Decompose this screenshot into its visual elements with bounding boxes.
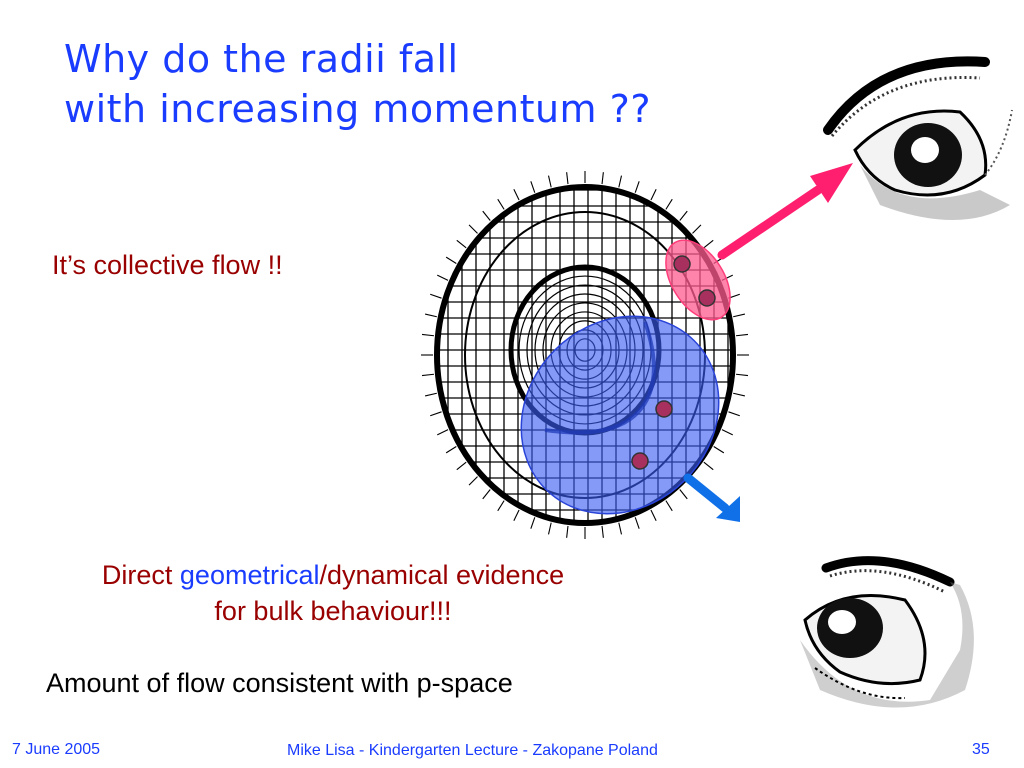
flow-tick bbox=[482, 210, 491, 221]
flow-tick bbox=[735, 333, 749, 337]
flow-tick bbox=[713, 446, 725, 454]
flow-tick bbox=[665, 500, 673, 512]
flow-tick bbox=[634, 517, 640, 529]
flow-tick bbox=[437, 429, 449, 436]
title-line-1: Why do the radii fall bbox=[64, 37, 459, 81]
flow-tick bbox=[703, 239, 714, 249]
blue-arrow-icon bbox=[683, 473, 740, 522]
footer-page-number: 35 bbox=[972, 741, 990, 758]
flow-tick bbox=[566, 525, 569, 538]
outer-boundary-ring bbox=[434, 184, 736, 526]
eye-icon-bottom bbox=[800, 556, 974, 708]
flow-tick bbox=[703, 461, 714, 471]
flow-tick bbox=[692, 224, 702, 234]
flow-tick bbox=[650, 188, 657, 201]
amount-of-flow-text: Amount of flow consistent with p-space bbox=[46, 668, 513, 698]
flow-tick bbox=[601, 172, 604, 185]
flow-tick bbox=[424, 392, 437, 397]
flow-tick bbox=[421, 373, 435, 377]
flow-tick bbox=[530, 517, 536, 529]
flow-tick bbox=[547, 522, 552, 535]
flow-tick bbox=[456, 461, 467, 471]
flow-tick bbox=[679, 489, 688, 500]
flow-tick bbox=[513, 509, 520, 522]
flow-tick bbox=[735, 373, 749, 377]
flow-tick bbox=[566, 172, 569, 185]
flow-tick bbox=[456, 239, 467, 249]
flow-tick bbox=[650, 509, 657, 522]
title-line-2: with increasing momentum ?? bbox=[64, 87, 651, 131]
flow-tick bbox=[601, 525, 604, 538]
evidence-line-2: for bulk behaviour!!! bbox=[214, 596, 452, 626]
flow-tick bbox=[424, 313, 437, 318]
flow-tick bbox=[468, 224, 478, 234]
flow-tick bbox=[430, 293, 442, 299]
flow-tick bbox=[728, 411, 740, 417]
flow-tick bbox=[634, 181, 640, 193]
evidence-text: Direct geometrical/dynamical evidence fo… bbox=[28, 557, 638, 629]
particle-dot bbox=[631, 452, 649, 470]
eye-icon-top bbox=[823, 56, 1013, 220]
blue-region-arc bbox=[544, 321, 656, 435]
particle-dot bbox=[673, 255, 691, 273]
flow-tick bbox=[733, 392, 746, 397]
flow-tick bbox=[497, 198, 505, 210]
flow-tick bbox=[679, 210, 688, 221]
flow-tick bbox=[618, 522, 623, 535]
flow-tick bbox=[468, 476, 478, 486]
flow-tick bbox=[618, 175, 623, 188]
flow-tick bbox=[437, 274, 449, 281]
particle-dot bbox=[655, 400, 673, 418]
flow-tick bbox=[430, 411, 442, 417]
evidence-geometrical: geometrical bbox=[179, 560, 320, 590]
flow-tick bbox=[665, 198, 673, 210]
flow-tick bbox=[497, 500, 505, 512]
flow-tick bbox=[445, 256, 457, 264]
evidence-dynamical: /dynamical evidence bbox=[319, 560, 565, 590]
evidence-direct: Direct bbox=[101, 560, 180, 590]
flow-tick bbox=[547, 175, 552, 188]
footer-center: Mike Lisa - Kindergarten Lecture - Zakop… bbox=[287, 742, 658, 759]
flow-tick bbox=[733, 313, 746, 318]
slide-title: Why do the radii fall with increasing mo… bbox=[64, 34, 651, 134]
particle-dot bbox=[698, 289, 716, 307]
flow-tick bbox=[721, 429, 733, 436]
pink-arrow-icon bbox=[717, 163, 853, 260]
collective-flow-text: It’s collective flow !! bbox=[52, 250, 283, 280]
flow-tick bbox=[445, 446, 457, 454]
evidence-line-1: Direct geometrical/dynamical evidence bbox=[28, 557, 638, 593]
flow-tick bbox=[530, 181, 536, 193]
flow-tick bbox=[421, 333, 435, 337]
footer-date: 7 June 2005 bbox=[12, 741, 101, 758]
flow-tick bbox=[513, 188, 520, 201]
flow-tick bbox=[482, 489, 491, 500]
